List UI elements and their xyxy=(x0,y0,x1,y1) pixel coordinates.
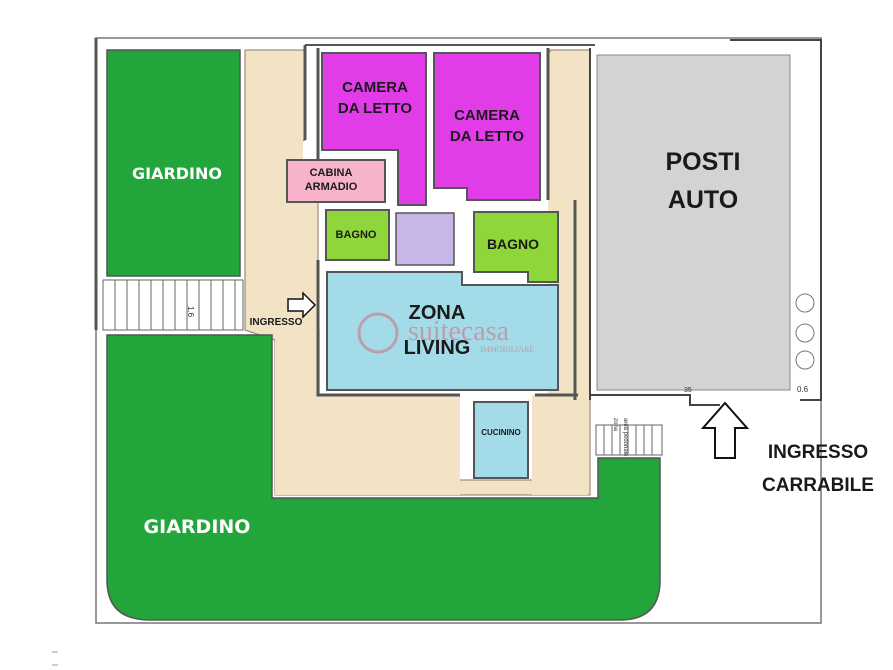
label-zona-line1: ZONA xyxy=(409,302,466,324)
watermark: suitecasa IMMOBILIARE xyxy=(357,312,534,354)
stairs-left xyxy=(102,279,244,331)
label-cabina-line2: ARMADIO xyxy=(305,181,358,193)
garden-top xyxy=(106,49,241,277)
parking-border xyxy=(589,39,822,406)
room-bagno-1 xyxy=(325,209,390,261)
room-camera-1 xyxy=(321,52,427,206)
label-camera-2-line2: DA LETTO xyxy=(450,128,524,145)
vertical-note-1: area pedonale xyxy=(622,418,628,457)
room-zona-living xyxy=(326,271,559,391)
label-camera-1-line2: DA LETTO xyxy=(338,100,412,117)
label-bagno-2: BAGNO xyxy=(487,236,539,252)
room-cabina-armadio xyxy=(286,159,386,203)
watermark-tagline: IMMOBILIARE xyxy=(480,345,534,354)
watermark-logo-icon xyxy=(357,312,399,354)
label-zona-line2: LIVING xyxy=(404,337,471,359)
label-giardino-top: GIARDINO xyxy=(132,164,222,183)
dim-small: 35 xyxy=(684,387,692,394)
label-giardino-bottom: GIARDINO xyxy=(144,516,251,538)
dim-right: 0.6 xyxy=(797,385,809,394)
label-bagno-1: BAGNO xyxy=(336,229,377,241)
room-cucinino xyxy=(473,401,529,479)
label-ingresso-carrabile-line2: CARRABILE xyxy=(762,475,874,496)
corner-marks xyxy=(52,651,58,666)
label-camera-2-line1: CAMERA xyxy=(454,107,520,124)
house-walls xyxy=(303,44,595,400)
label-ingresso-carrabile-line1: INGRESSO xyxy=(768,442,868,463)
label-cucinino: CUCININO xyxy=(481,428,521,437)
vertical-note-2: zona xyxy=(612,418,618,432)
stairs-right xyxy=(595,424,663,456)
room-bagno-2 xyxy=(473,211,559,283)
room-corridoio xyxy=(395,212,455,266)
watermark-brand: suitecasa xyxy=(408,316,510,347)
ingresso-arrow-icon xyxy=(287,291,317,319)
parking-area xyxy=(596,54,791,391)
label-posti-line2: AUTO xyxy=(668,186,738,214)
garden-bottom xyxy=(106,334,661,621)
label-cabina-line1: CABINA xyxy=(310,167,353,179)
label-ingresso: INGRESSO xyxy=(250,317,303,328)
label-camera-1-line1: CAMERA xyxy=(342,79,408,96)
ingresso-carrabile-arrow-icon xyxy=(700,401,750,459)
room-camera-2 xyxy=(433,52,541,201)
shrubs xyxy=(795,293,815,370)
dim-stairs: 1.6 xyxy=(186,306,195,318)
label-posti-line1: POSTI xyxy=(665,148,740,176)
